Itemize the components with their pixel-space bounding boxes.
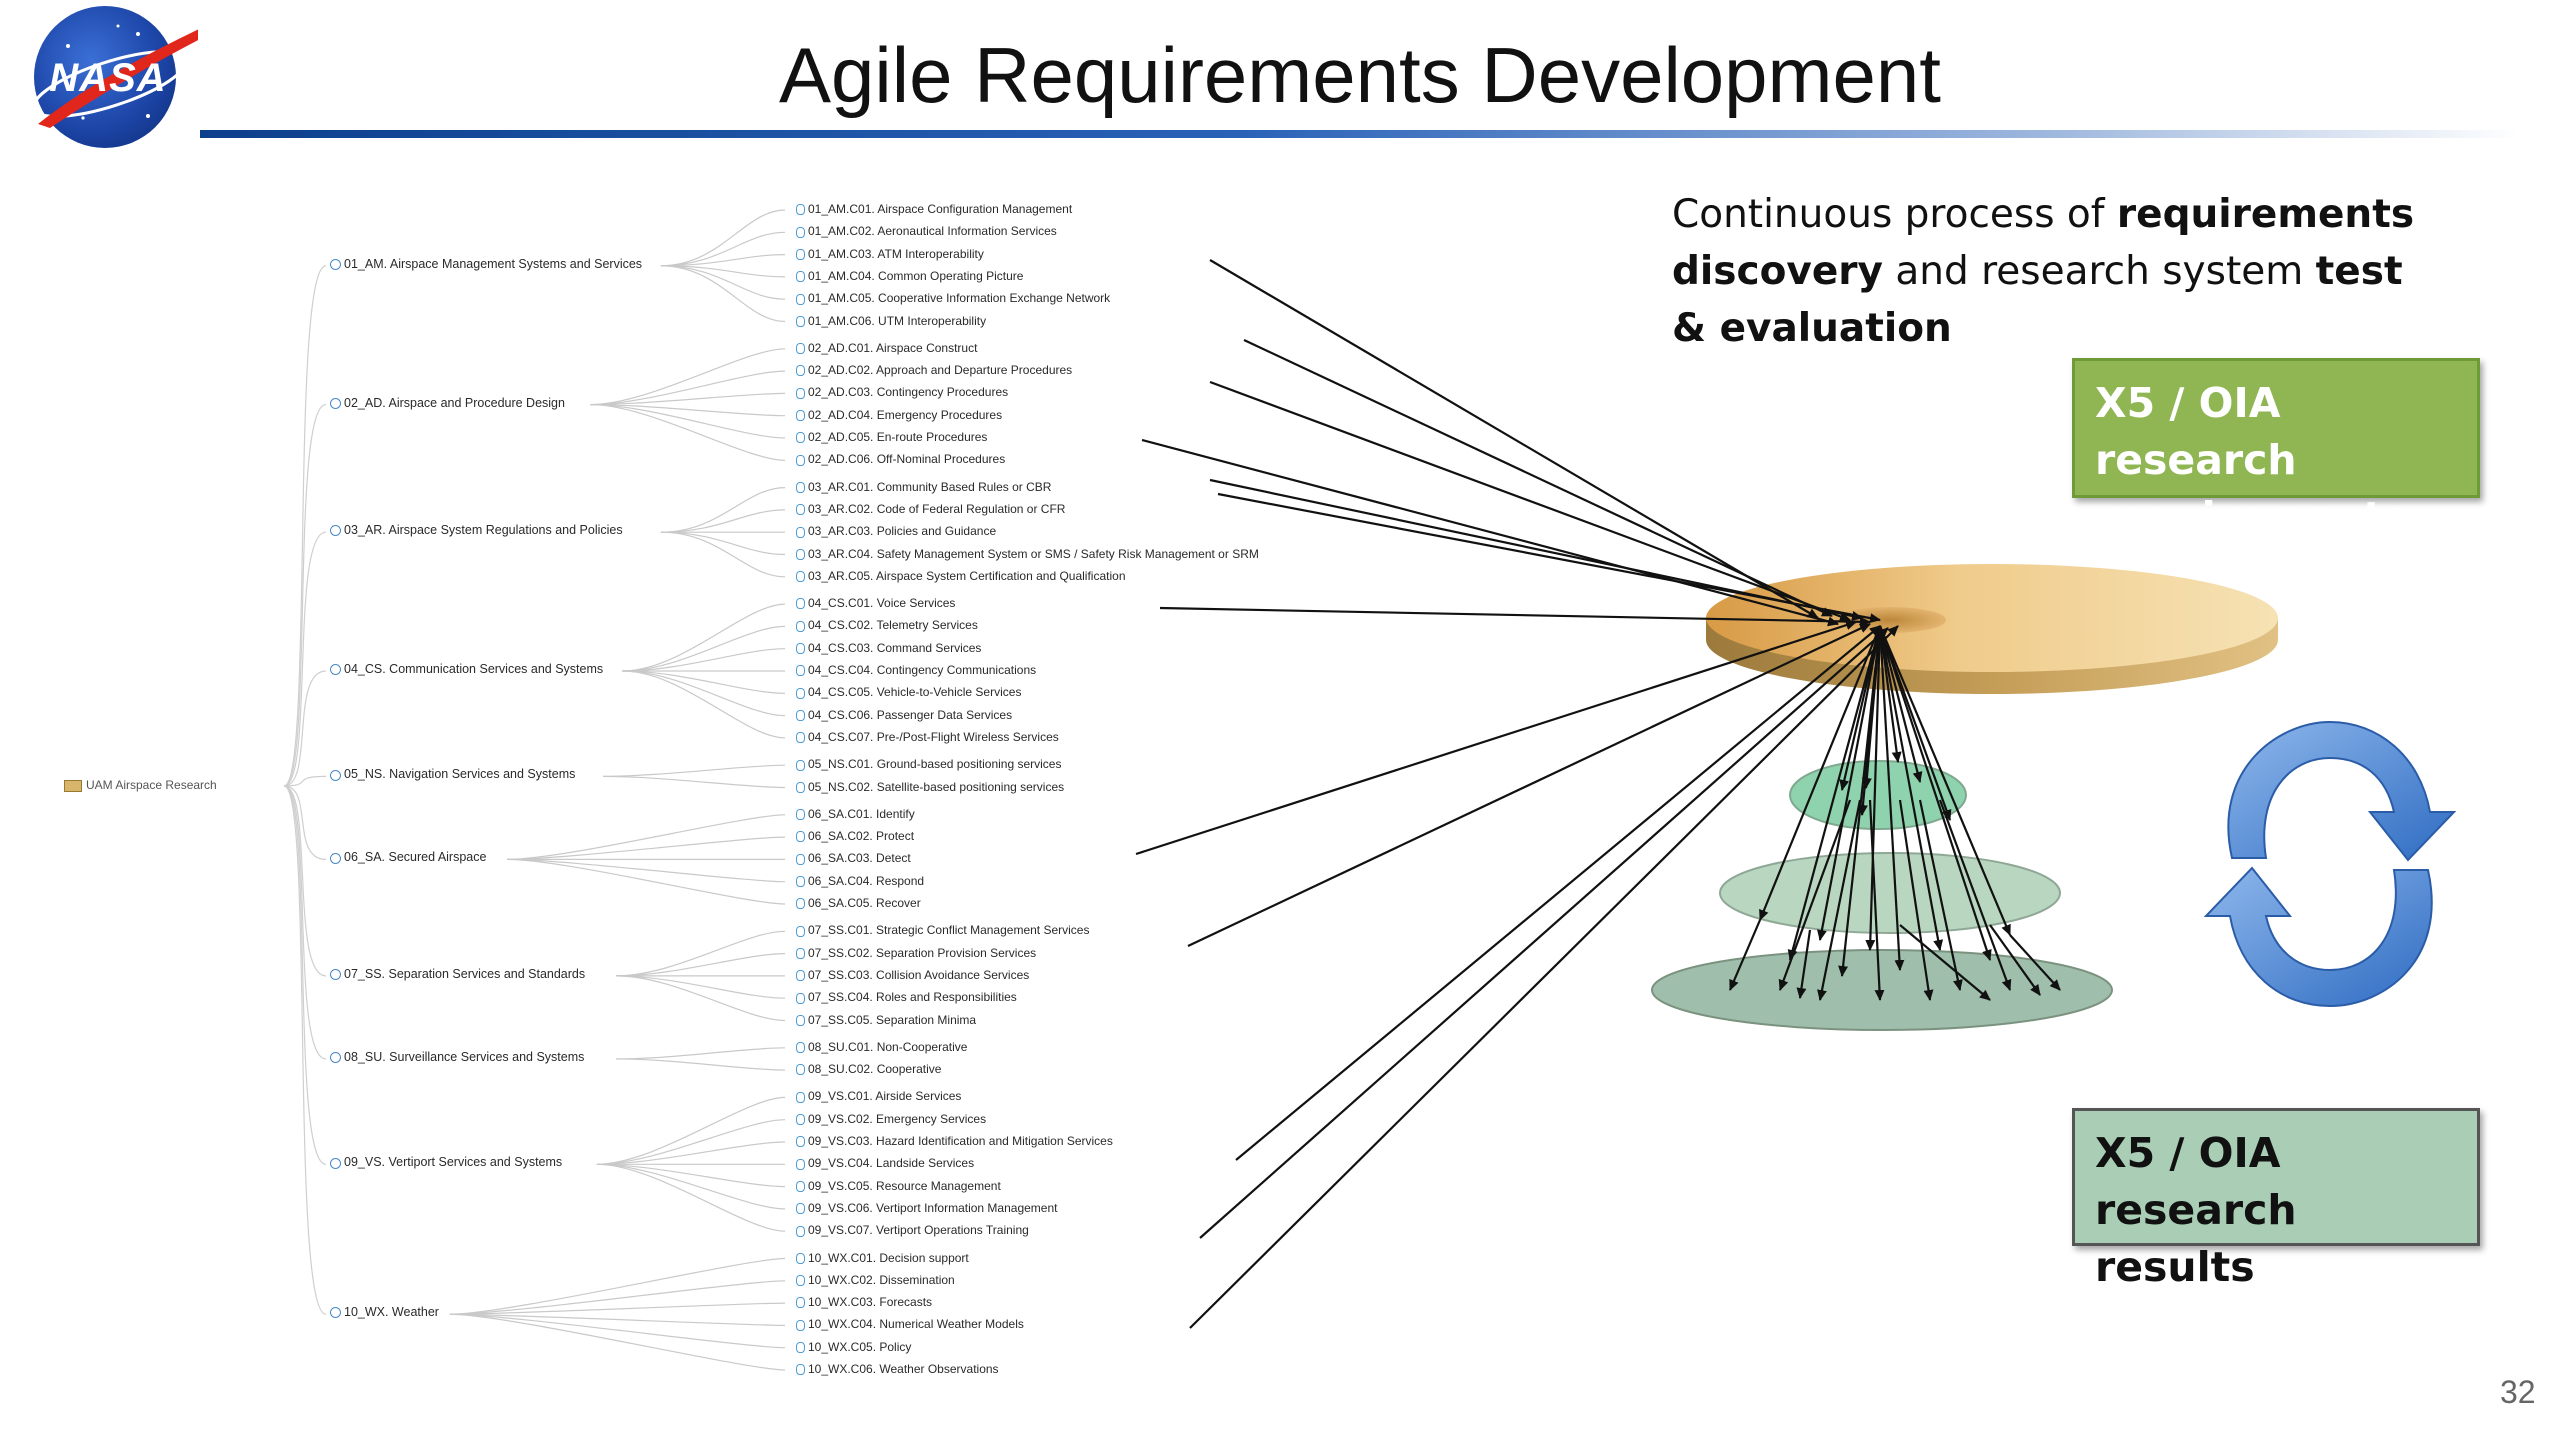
- process-description: Continuous process of requirements disco…: [1672, 186, 2432, 357]
- requirement-arrow: [1136, 622, 1856, 854]
- cycle-icon: [2206, 722, 2454, 1006]
- requirement-arrow: [1142, 440, 1838, 624]
- results-ellipse-bottom: [1652, 950, 2112, 1030]
- requirement-arrow: [1218, 494, 1880, 620]
- requirements-disk: [1706, 564, 2278, 694]
- requirement-arrow: [1244, 340, 1832, 616]
- process-text-part1: Continuous process of: [1672, 192, 2117, 237]
- results-callout: X5 / OIA research results: [2072, 1108, 2480, 1246]
- results-ellipse-top: [1790, 761, 1966, 829]
- requirement-arrow: [1200, 628, 1888, 1238]
- incoming-arrows: [1136, 260, 1898, 1328]
- process-text-part2: and research system: [1883, 249, 2316, 294]
- requirements-callout: X5 / OIA research requirements: [2072, 358, 2480, 498]
- page-number: 32: [2500, 1374, 2536, 1411]
